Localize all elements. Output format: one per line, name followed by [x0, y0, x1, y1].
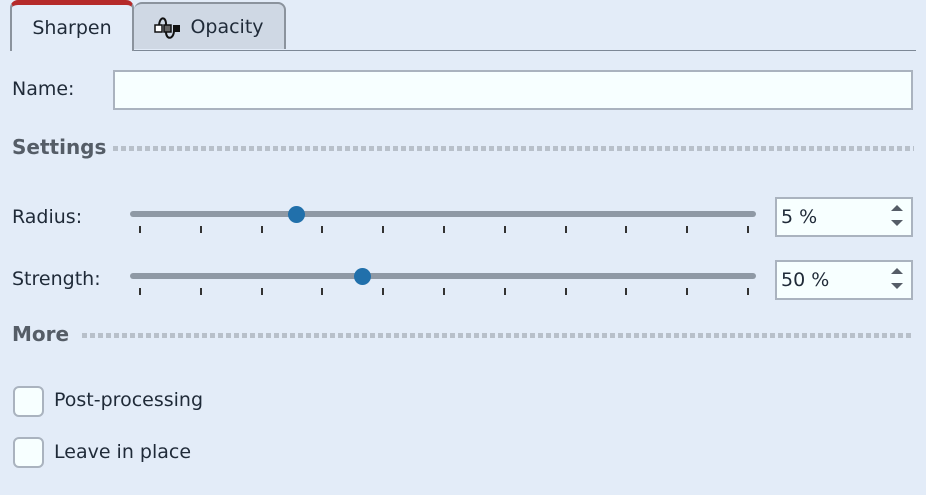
strength-slider[interactable] [130, 261, 756, 295]
tab-bar: Sharpen Opacity [10, 0, 916, 51]
slider-tick [503, 288, 506, 295]
slider-tick [686, 226, 689, 233]
opacity-curve-icon [154, 16, 181, 39]
section-divider [82, 333, 912, 338]
leave-in-place-checkbox[interactable] [13, 437, 44, 468]
tab-opacity[interactable]: Opacity [134, 2, 286, 49]
slider-track[interactable] [130, 273, 756, 279]
slider-tick [443, 288, 445, 295]
section-divider [113, 146, 914, 151]
name-input[interactable] [113, 70, 913, 110]
tab-label: Sharpen [32, 17, 112, 39]
slider-thumb[interactable] [287, 206, 305, 223]
radius-slider[interactable] [130, 199, 756, 233]
slider-tick [199, 226, 202, 233]
strength-label: Strength: [12, 268, 101, 290]
slider-tick [625, 288, 628, 295]
radius-value: 5 % [781, 206, 818, 228]
decrement-icon[interactable] [891, 283, 903, 289]
increment-icon[interactable] [891, 268, 903, 274]
slider-tick [260, 288, 263, 295]
name-label: Name: [12, 78, 75, 100]
slider-tick [382, 226, 385, 233]
post-processing-label[interactable]: Post-processing [54, 389, 204, 411]
tab-sharpen[interactable]: Sharpen [10, 0, 134, 51]
slider-tick [260, 226, 263, 233]
slider-tick [625, 226, 628, 233]
tab-label: Opacity [190, 15, 264, 38]
slider-tick [199, 288, 202, 295]
slider-tick [564, 226, 567, 233]
leave-in-place-label[interactable]: Leave in place [54, 441, 192, 463]
increment-icon[interactable] [891, 205, 903, 211]
slider-tick [747, 288, 749, 295]
slider-thumb[interactable] [353, 268, 371, 285]
settings-heading: Settings [12, 135, 107, 159]
slider-track[interactable] [130, 211, 756, 217]
slider-tick [564, 288, 567, 295]
radius-label: Radius: [12, 206, 83, 228]
decrement-icon[interactable] [891, 220, 903, 226]
slider-tick [503, 226, 506, 233]
slider-tick [139, 288, 141, 295]
slider-tick [139, 226, 141, 233]
radius-spinbox[interactable]: 5 % [775, 197, 913, 237]
slider-tick [443, 226, 445, 233]
slider-tick [321, 226, 324, 233]
slider-tick [382, 288, 385, 295]
strength-spinbox[interactable]: 50 % [775, 260, 913, 300]
post-processing-checkbox[interactable] [13, 386, 44, 417]
slider-tick [321, 288, 324, 295]
strength-value: 50 % [781, 269, 830, 291]
slider-tick [686, 288, 689, 295]
slider-tick [747, 226, 749, 233]
more-heading: More [12, 322, 70, 346]
